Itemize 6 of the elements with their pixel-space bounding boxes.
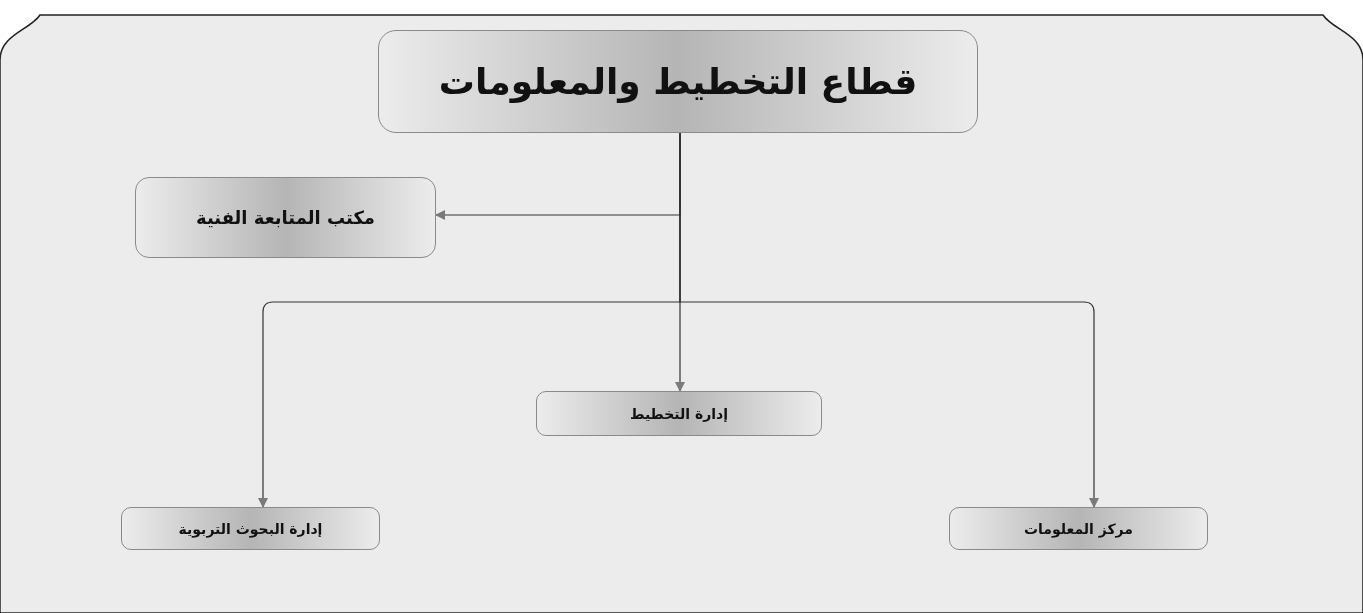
department-box: مركز المعلومات <box>949 507 1208 550</box>
department-box: إدارة البحوث التربوية <box>121 507 380 550</box>
department-box: إدارة التخطيط <box>536 391 822 436</box>
title-box: قطاع التخطيط والمعلومات <box>378 30 978 133</box>
department-box: مكتب المتابعة الفنية <box>135 177 436 258</box>
arrow <box>679 132 1099 508</box>
